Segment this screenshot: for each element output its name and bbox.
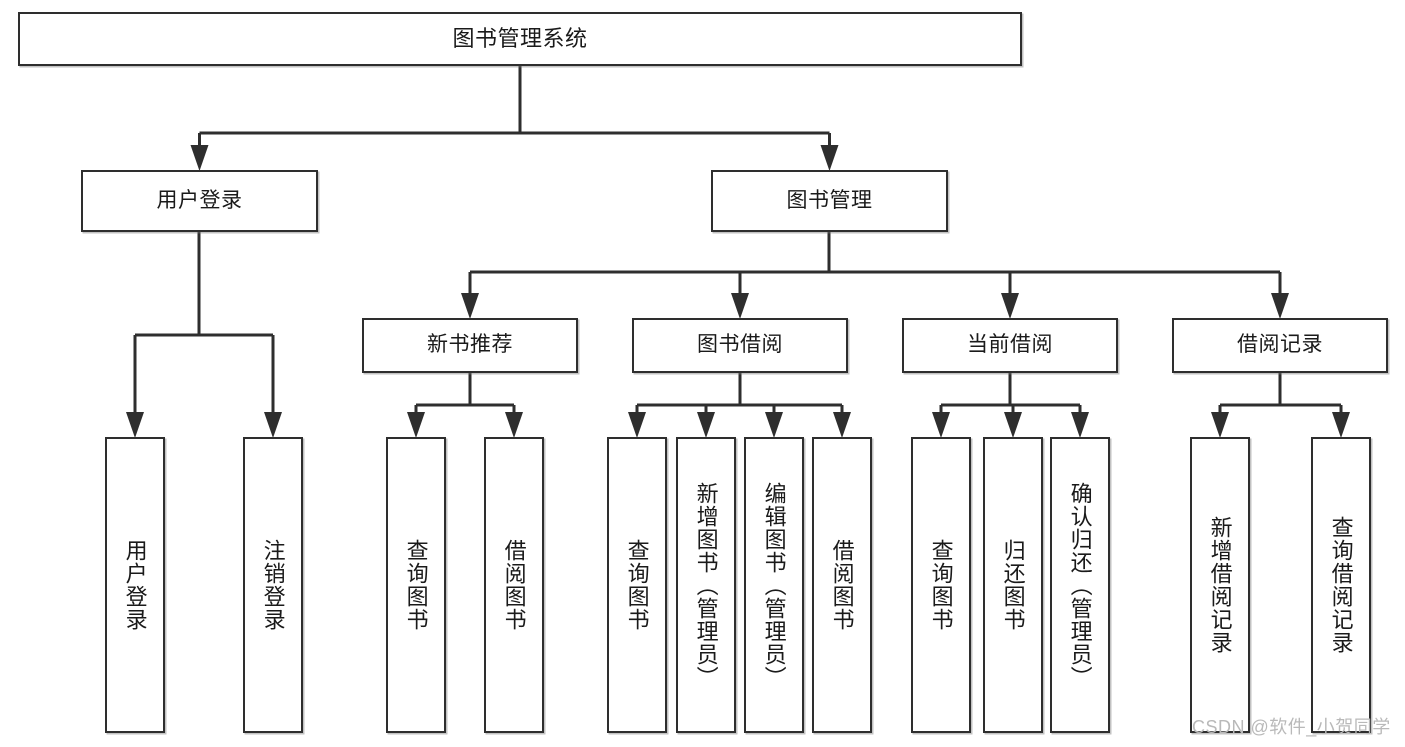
node-label: 编辑图书（管理员） [761,481,787,689]
node-label: 查询图书 [624,539,650,631]
node-label: 查询图书 [403,539,429,631]
arrowhead-icon [505,412,523,438]
node-label: 图书管理系统 [452,26,588,52]
node-label: 图书借阅 [697,333,783,357]
node-bookmgmt[interactable]: 图书管理 [711,170,948,232]
arrowhead-icon [1271,293,1289,319]
arrowhead-icon [820,145,839,171]
connector-arrowheads [126,145,1350,438]
node-l3[interactable]: 查询图书 [386,437,446,733]
node-label: 当前借阅 [967,333,1053,357]
node-label: 用户登录 [122,539,148,631]
arrowhead-icon [1001,293,1019,319]
node-label: 归还图书 [1000,539,1026,631]
node-records[interactable]: 借阅记录 [1172,318,1388,373]
node-label: 查询图书 [928,539,954,631]
node-label: 图书管理 [786,188,873,212]
node-l13[interactable]: 查询借阅记录 [1311,437,1371,733]
node-newbook[interactable]: 新书推荐 [362,318,578,373]
node-label: 新增借阅记录 [1207,516,1233,654]
node-label: 新书推荐 [427,333,513,357]
node-root[interactable]: 图书管理系统 [18,12,1022,66]
node-l12[interactable]: 新增借阅记录 [1190,437,1250,733]
node-label: 用户登录 [156,188,243,212]
arrowhead-icon [264,412,282,438]
node-login[interactable]: 用户登录 [81,170,318,232]
node-label: 借阅记录 [1237,333,1323,357]
node-label: 确认归还（管理员） [1067,481,1093,689]
node-current[interactable]: 当前借阅 [902,318,1118,373]
node-l6[interactable]: 新增图书（管理员） [676,437,736,733]
node-l1[interactable]: 用户登录 [105,437,165,733]
node-l7[interactable]: 编辑图书（管理员） [744,437,804,733]
node-l9[interactable]: 查询图书 [911,437,971,733]
arrowhead-icon [126,412,144,438]
node-l8[interactable]: 借阅图书 [812,437,872,733]
connector-lines [133,66,1343,413]
arrowhead-icon [1332,412,1350,438]
arrowhead-icon [1071,412,1089,438]
node-label: 借阅图书 [501,539,527,631]
node-borrow[interactable]: 图书借阅 [632,318,848,373]
node-l5[interactable]: 查询图书 [607,437,667,733]
node-label: 借阅图书 [829,539,855,631]
arrowhead-icon [628,412,646,438]
arrowhead-icon [461,293,479,319]
arrowhead-icon [731,293,749,319]
arrowhead-icon [765,412,783,438]
node-label: 查询借阅记录 [1328,516,1354,654]
node-l2[interactable]: 注销登录 [243,437,303,733]
arrowhead-icon [1004,412,1022,438]
node-l4[interactable]: 借阅图书 [484,437,544,733]
node-label: 新增图书（管理员） [693,481,719,689]
node-label: 注销登录 [260,539,286,631]
arrowhead-icon [833,412,851,438]
arrowhead-icon [190,145,209,171]
arrowhead-icon [932,412,950,438]
arrowhead-icon [697,412,715,438]
arrowhead-icon [1211,412,1229,438]
arrowhead-icon [407,412,425,438]
node-l10[interactable]: 归还图书 [983,437,1043,733]
node-l11[interactable]: 确认归还（管理员） [1050,437,1110,733]
